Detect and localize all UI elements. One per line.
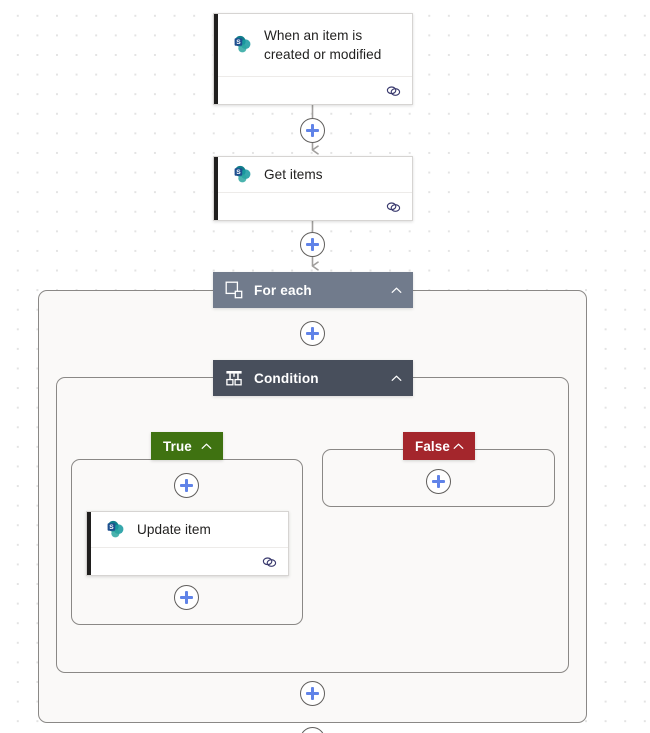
link-icon[interactable] xyxy=(386,84,401,98)
link-icon[interactable] xyxy=(386,200,401,214)
add-step-button-after-for-each[interactable] xyxy=(300,727,325,733)
node-action-update-item[interactable]: S Update item xyxy=(86,511,289,576)
add-step-button[interactable] xyxy=(300,321,325,346)
plus-icon xyxy=(437,475,440,488)
svg-text:S: S xyxy=(109,524,114,531)
add-step-button-true-branch[interactable] xyxy=(174,473,199,498)
add-step-button[interactable] xyxy=(300,118,325,143)
control-header-for-each[interactable]: For each xyxy=(213,272,413,308)
add-step-button-in-for-each[interactable] xyxy=(300,681,325,706)
node-action-get-items[interactable]: S Get items xyxy=(213,156,413,221)
node-footer xyxy=(214,192,412,220)
chevron-up-icon[interactable] xyxy=(390,284,403,297)
control-title: For each xyxy=(254,282,312,298)
sharepoint-icon: S xyxy=(232,164,254,186)
chevron-up-icon[interactable] xyxy=(452,440,465,453)
chevron-up-icon[interactable] xyxy=(200,440,213,453)
svg-text:S: S xyxy=(236,39,241,46)
node-get-items-body[interactable]: S Get items xyxy=(214,157,412,192)
node-title: Update item xyxy=(137,522,211,537)
add-step-button[interactable] xyxy=(300,232,325,257)
control-header-condition[interactable]: Condition xyxy=(213,360,413,396)
condition-branch-icon xyxy=(225,369,243,387)
svg-text:S: S xyxy=(236,169,241,176)
plus-icon xyxy=(311,238,314,251)
chevron-up-icon[interactable] xyxy=(390,372,403,385)
plus-icon xyxy=(185,591,188,604)
plus-icon xyxy=(185,479,188,492)
node-trigger-when-item-created-or-modified[interactable]: S When an item is created or modified xyxy=(213,13,413,105)
node-footer xyxy=(87,547,288,575)
sharepoint-icon: S xyxy=(232,34,254,56)
node-title: When an item is created or modified xyxy=(264,28,382,62)
branch-label: True xyxy=(163,438,192,454)
sharepoint-icon: S xyxy=(105,519,127,541)
branch-label: False xyxy=(415,438,450,454)
link-icon[interactable] xyxy=(262,555,277,569)
loop-icon xyxy=(225,281,243,299)
add-step-button-after-update-item[interactable] xyxy=(174,585,199,610)
node-trigger-body[interactable]: S When an item is created or modified xyxy=(214,14,412,76)
add-step-button-false-branch[interactable] xyxy=(426,469,451,494)
plus-icon xyxy=(311,687,314,700)
control-title: Condition xyxy=(254,370,319,386)
plus-icon xyxy=(311,124,314,137)
node-update-item-body[interactable]: S Update item xyxy=(87,512,288,547)
branch-badge-true[interactable]: True xyxy=(151,432,223,460)
branch-badge-false[interactable]: False xyxy=(403,432,475,460)
node-title: Get items xyxy=(264,167,323,182)
node-footer xyxy=(214,76,412,104)
plus-icon xyxy=(311,327,314,340)
